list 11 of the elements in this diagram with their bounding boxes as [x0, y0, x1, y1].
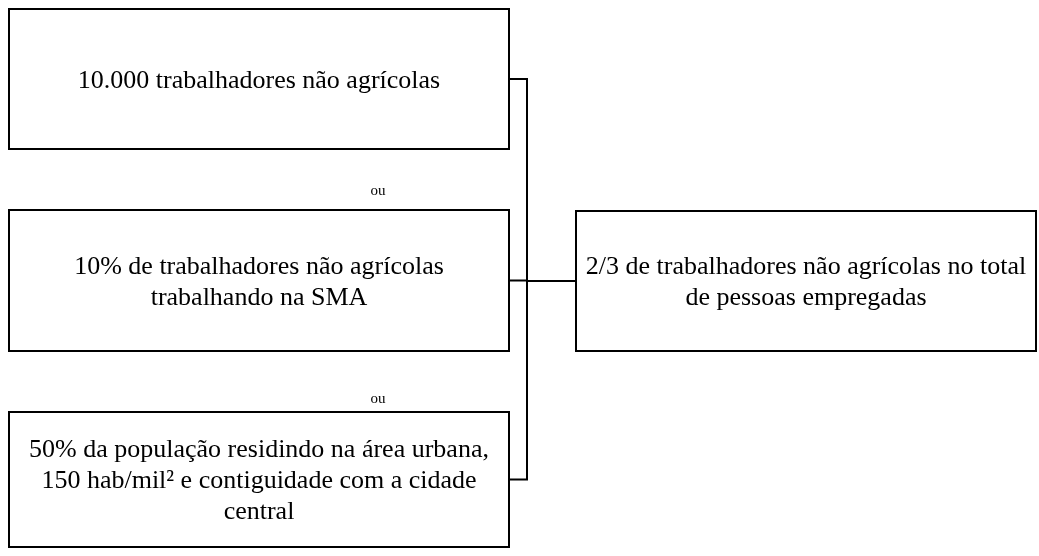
box-text: 10% de trabalhadores não agrícolas trabalhando na SMA: [73, 249, 445, 312]
box-text: 10.000 trabalhadores não agrícolas: [77, 63, 441, 95]
box-text: 50% da população residindo na área urbana, 150 hab/mil² e contiguidade com a cidade central: [28, 433, 490, 526]
box-text: 2/3 de trabalhadores não agrícolas no total de pessoas empregadas: [584, 250, 1028, 312]
connector-label: ou: [370, 389, 386, 407]
connector-label: ou: [370, 181, 386, 199]
criterion-box: [575, 210, 1037, 352]
criterion-box: [8, 411, 510, 548]
connector-line: [509, 280, 576, 481]
criterion-box: [8, 8, 510, 150]
criterion-box: [8, 209, 510, 352]
